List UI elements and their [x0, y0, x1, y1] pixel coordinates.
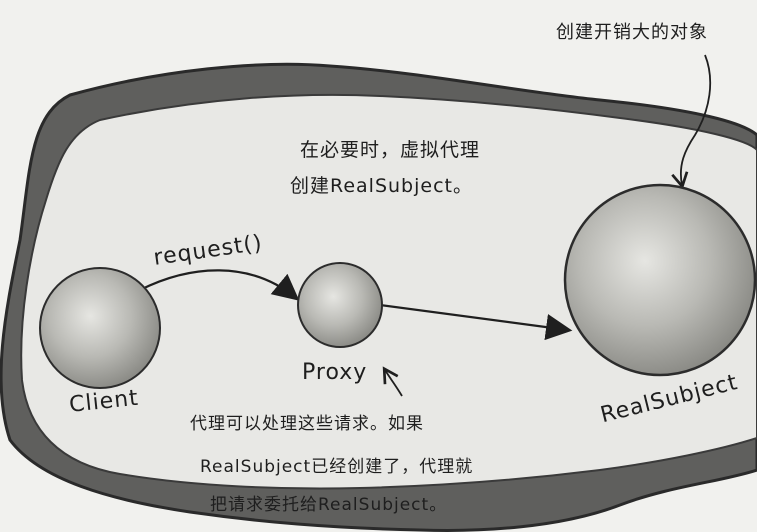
client-sphere — [39, 267, 161, 389]
annotation-arrow — [671, 54, 712, 190]
bottom-note-line1: 代理可以处理这些请求。如果 — [190, 414, 424, 434]
proxy-label: Proxy — [302, 360, 368, 385]
virtual-proxy-note-line1: 在必要时，虚拟代理 — [300, 139, 481, 161]
bottom-note-line3: 把请求委托给RealSubject。 — [210, 495, 448, 515]
proxy-sphere — [297, 262, 383, 348]
real-subject-sphere — [563, 183, 757, 377]
diagram-inner-region — [20, 93, 757, 490]
virtual-proxy-note-line2: 创建RealSubject。 — [290, 175, 473, 197]
request-arrow — [139, 269, 300, 301]
proxy-note-arrow — [382, 366, 403, 397]
bottom-note-line2: RealSubject已经创建了，代理就 — [200, 457, 474, 477]
top-annotation: 创建开销大的对象 — [556, 22, 708, 43]
delegate-arrow — [379, 303, 573, 341]
